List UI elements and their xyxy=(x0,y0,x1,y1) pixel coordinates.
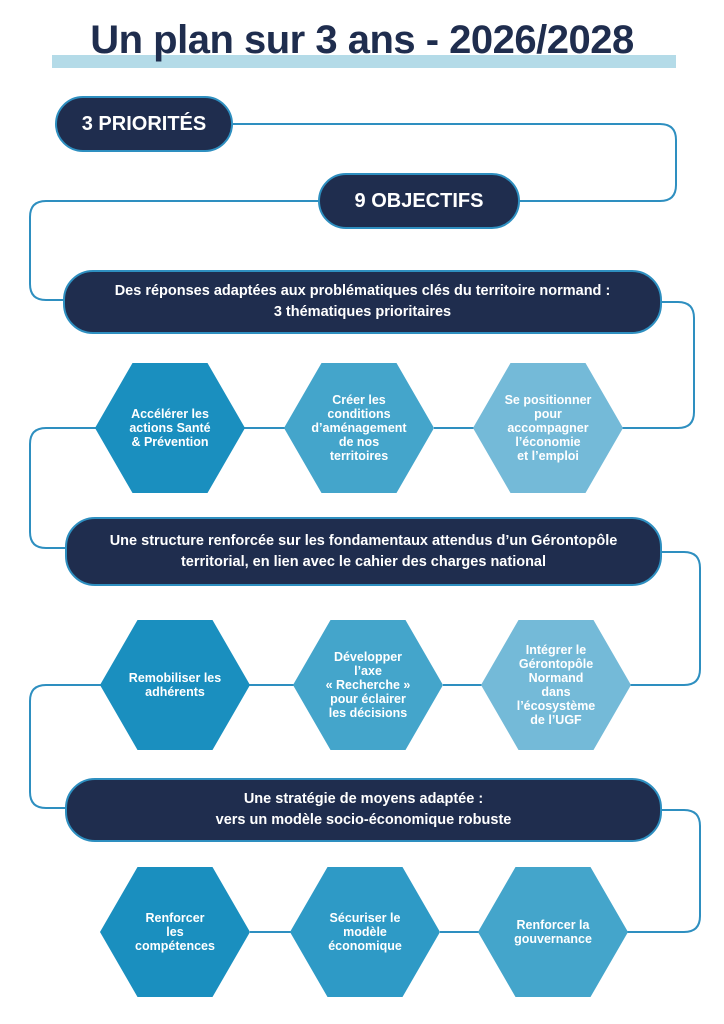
title-underline xyxy=(52,55,676,68)
objective-6-hex: Intégrer le Gérontopôle Normand dans l’é… xyxy=(481,620,631,750)
objective-9-hex: Renforcer la gouvernance xyxy=(478,867,628,997)
priority-3-heading: Une stratégie de moyens adaptée : vers u… xyxy=(65,778,662,842)
priority-2-heading: Une structure renforcée sur les fondamen… xyxy=(65,517,662,586)
priority-1-heading: Des réponses adaptées aux problématiques… xyxy=(63,270,662,334)
objective-8-hex: Sécuriser le modèle économique xyxy=(290,867,440,997)
objective-7-hex: Renforcer les compétences xyxy=(100,867,250,997)
page-title: Un plan sur 3 ans - 2026/2028 xyxy=(90,18,634,62)
objective-4-hex: Remobiliser les adhérents xyxy=(100,620,250,750)
priorities-label: 3 PRIORITÉS xyxy=(55,96,233,152)
objectives-label: 9 OBJECTIFS xyxy=(318,173,520,229)
objective-5-hex: Développer l’axe « Recherche » pour écla… xyxy=(293,620,443,750)
